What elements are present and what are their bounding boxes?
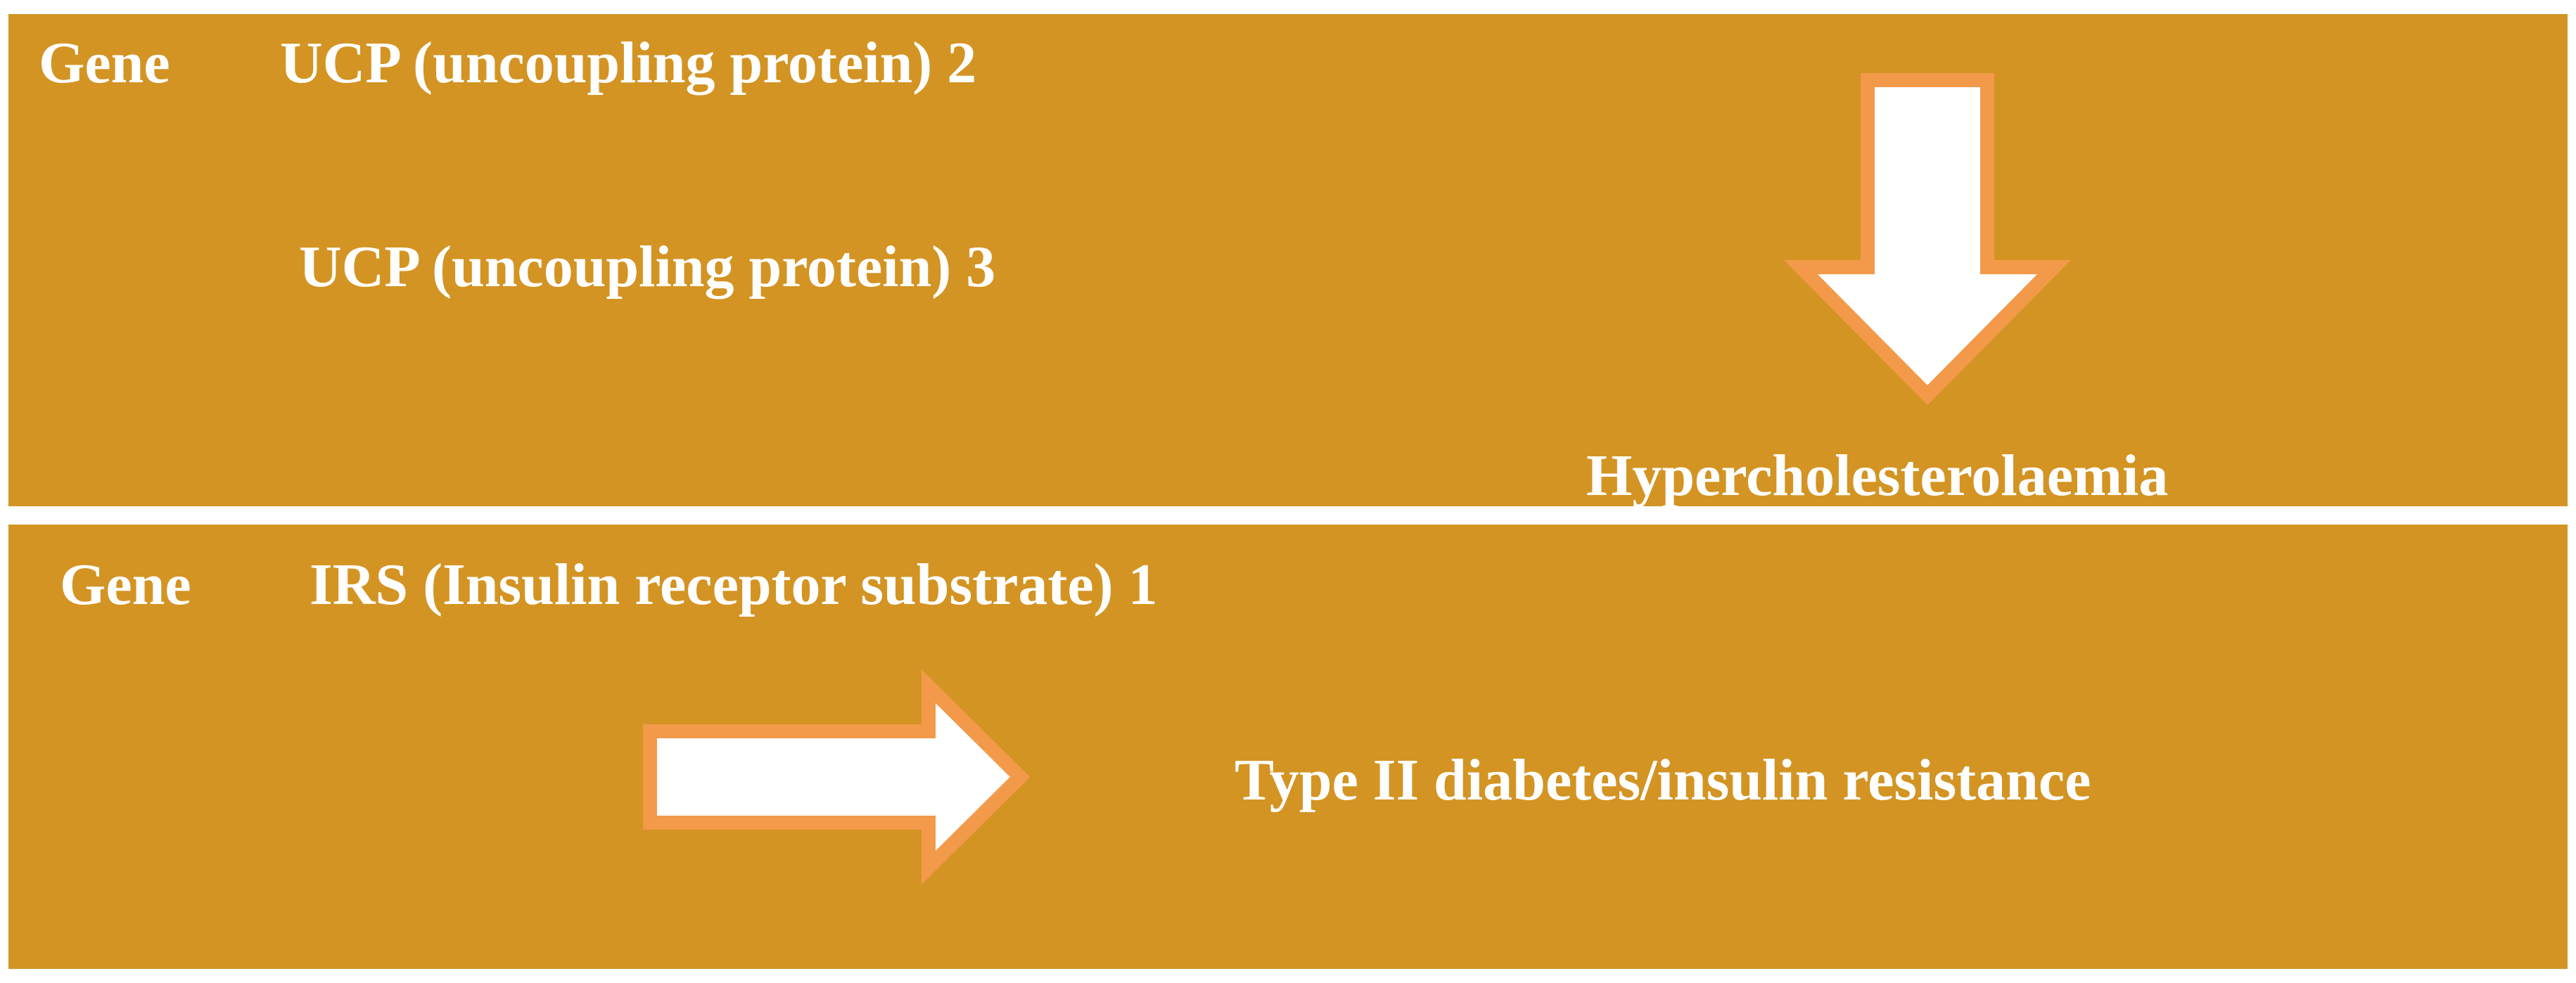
top-gene-ucp3: UCP (uncoupling protein) 3 bbox=[299, 234, 996, 300]
top-gene-label: Gene bbox=[39, 30, 170, 96]
bottom-panel bbox=[8, 525, 2568, 969]
bottom-outcome-label: Type II diabetes/insulin resistance bbox=[1235, 747, 2091, 813]
top-gene-ucp2: UCP (uncoupling protein) 2 bbox=[280, 30, 977, 96]
bottom-gene-irs1: IRS (Insulin receptor substrate) 1 bbox=[310, 552, 1158, 617]
bottom-gene-label: Gene bbox=[60, 552, 191, 617]
right-arrow-icon bbox=[643, 669, 1031, 885]
top-outcome-label: Hypercholesterolaemia bbox=[1586, 443, 2169, 508]
top-panel bbox=[8, 14, 2568, 506]
down-arrow-icon bbox=[1784, 73, 2071, 406]
